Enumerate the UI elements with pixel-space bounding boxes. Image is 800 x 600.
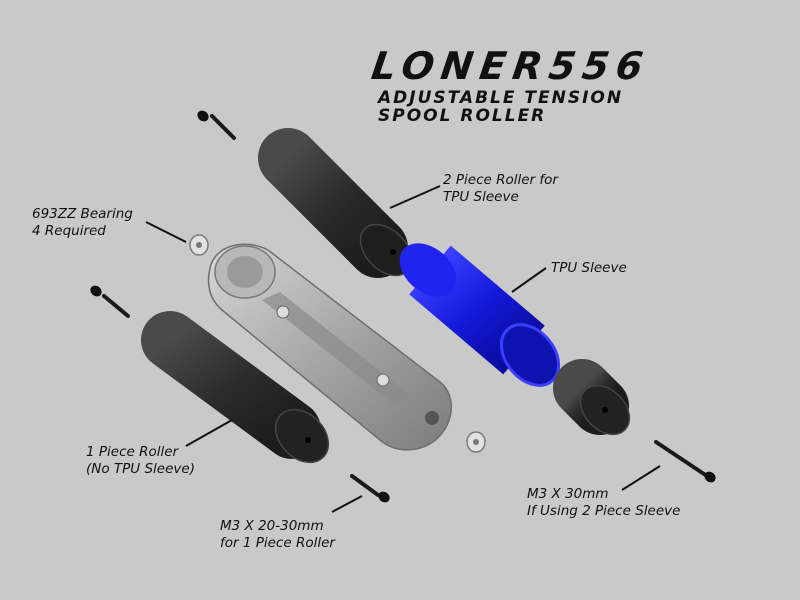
roller-end-cap [553, 359, 631, 436]
leader-two-piece-roller [389, 185, 441, 209]
callout-one-piece-roller: 1 Piece Roller (No TPU Sleeve) [86, 444, 195, 478]
callout-bearing: 693ZZ Bearing 4 Required [32, 206, 133, 240]
brand-title: LONER556 [368, 44, 653, 88]
one-piece-roller [141, 311, 330, 464]
screw-left [90, 285, 130, 318]
callout-two-piece-roller-line1: 2 Piece Roller for [443, 172, 558, 188]
leader-one-piece-roller [185, 419, 233, 447]
callout-screw-long-line1: M3 X 30mm [527, 486, 609, 502]
callout-tpu-sleeve-line1: TPU Sleeve [551, 260, 627, 276]
tension-bracket [207, 243, 453, 451]
leader-bearing [145, 221, 187, 243]
callout-bearing-line1: 693ZZ Bearing [32, 206, 133, 222]
callout-bearing-line2: 4 Required [32, 223, 106, 239]
callout-two-piece-roller: 2 Piece Roller for TPU Sleeve [443, 172, 558, 206]
callout-one-piece-roller-line1: 1 Piece Roller [86, 444, 179, 460]
bearing-bottom [466, 431, 486, 453]
callout-screw-long-line2: If Using 2 Piece Sleeve [527, 503, 681, 519]
callout-two-piece-roller-line2: TPU Sleeve [443, 189, 519, 205]
bearing-top [189, 234, 209, 256]
leader-screw-short [331, 495, 363, 513]
callout-tpu-sleeve: TPU Sleeve [551, 260, 627, 277]
two-piece-roller [258, 128, 413, 278]
callout-screw-short-line2: for 1 Piece Roller [220, 535, 335, 551]
subtitle-line-1: ADJUSTABLE TENSION [378, 88, 624, 108]
callout-screw-long: M3 X 30mm If Using 2 Piece Sleeve [527, 486, 680, 520]
screw-bottom-center [350, 474, 390, 503]
leader-screw-long [621, 465, 661, 491]
subtitle-line-2: SPOOL ROLLER [378, 106, 547, 126]
screw-bottom-right [654, 440, 716, 483]
screw-top-left [197, 110, 236, 140]
callout-screw-short: M3 X 20-30mm for 1 Piece Roller [220, 518, 335, 552]
callout-screw-short-line1: M3 X 20-30mm [220, 518, 324, 534]
callout-one-piece-roller-line2: (No TPU Sleeve) [86, 461, 195, 477]
leader-lines [145, 185, 661, 513]
tpu-sleeve [399, 243, 561, 387]
leader-tpu-sleeve [511, 267, 547, 293]
